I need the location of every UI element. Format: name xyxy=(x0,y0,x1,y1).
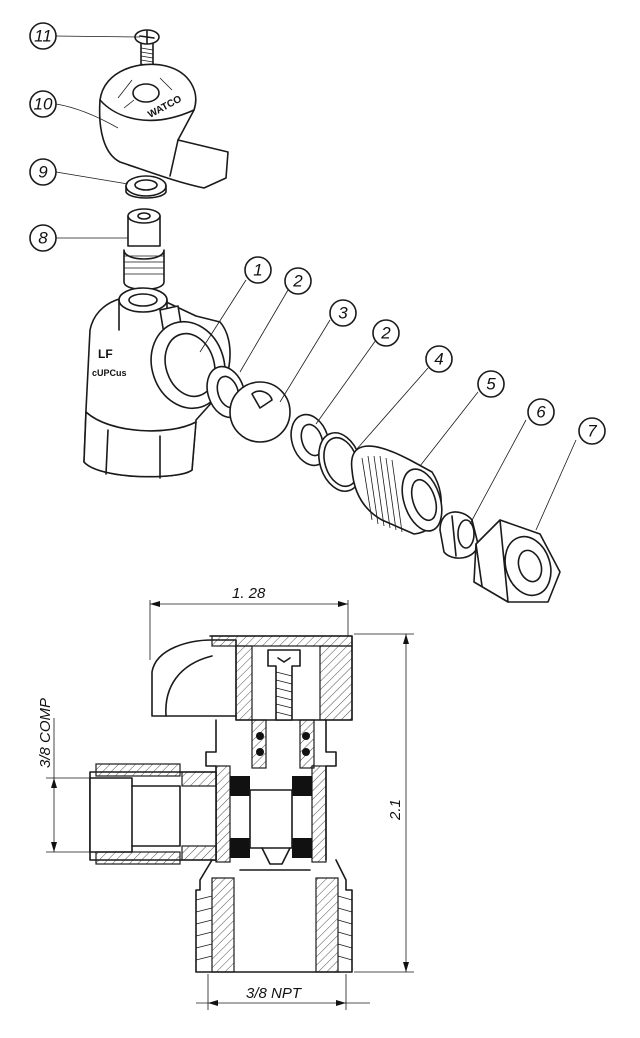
callout-3: 3 xyxy=(329,299,357,327)
svg-text:2: 2 xyxy=(292,272,303,291)
exploded-view: WATCO LF cUPCu xyxy=(83,29,561,603)
callout-9: 9 xyxy=(29,158,57,186)
svg-text:2: 2 xyxy=(380,324,391,343)
callout-6: 6 xyxy=(527,398,555,426)
svg-text:7: 7 xyxy=(587,422,597,441)
part-compression-nut xyxy=(473,519,561,603)
callout-1: 1 xyxy=(244,256,272,284)
svg-text:5: 5 xyxy=(486,375,496,394)
part-ball xyxy=(229,381,291,443)
part-body: LF cUPCus xyxy=(83,287,231,479)
section-handle xyxy=(151,639,237,717)
callout-8: 8 xyxy=(29,224,57,252)
body-cert-text: cUPCus xyxy=(92,368,127,378)
svg-text:4: 4 xyxy=(434,350,443,369)
callout-5: 5 xyxy=(477,370,505,398)
dim-width-label: 1. 28 xyxy=(232,585,266,602)
svg-text:8: 8 xyxy=(38,229,48,248)
callout-10: 10 xyxy=(29,90,57,118)
callout-2: 2 xyxy=(284,267,312,295)
callouts: 11 10 9 8 1 2 3 2 4 5 6 7 xyxy=(29,22,606,445)
part-handle: WATCO xyxy=(98,63,229,189)
svg-text:3: 3 xyxy=(338,304,348,323)
callout-4: 4 xyxy=(425,345,453,373)
part-packing-nut xyxy=(350,445,443,535)
callout-2b: 2 xyxy=(372,319,400,347)
svg-text:6: 6 xyxy=(536,403,546,422)
part-washer xyxy=(125,175,167,199)
dimension-lines xyxy=(46,600,414,1010)
svg-text:11: 11 xyxy=(34,27,52,46)
body-lf-text: LF xyxy=(98,347,113,361)
dim-compression-label: 3/8 COMP xyxy=(37,698,54,768)
svg-text:1: 1 xyxy=(253,261,262,280)
part-stem xyxy=(123,208,165,291)
callout-leaders xyxy=(54,35,577,531)
dim-height-label: 2.1 xyxy=(387,799,404,821)
part-screw xyxy=(134,29,160,71)
callout-7: 7 xyxy=(578,417,606,445)
dim-thread-label: 3/8 NPT xyxy=(246,985,303,1002)
svg-text:10: 10 xyxy=(34,95,53,114)
svg-text:9: 9 xyxy=(38,163,48,182)
callout-11: 11 xyxy=(29,22,57,50)
section-view xyxy=(89,635,353,973)
dimension-labels: 1. 28 2.1 3/8 COMP 3/8 NPT xyxy=(37,585,404,1002)
